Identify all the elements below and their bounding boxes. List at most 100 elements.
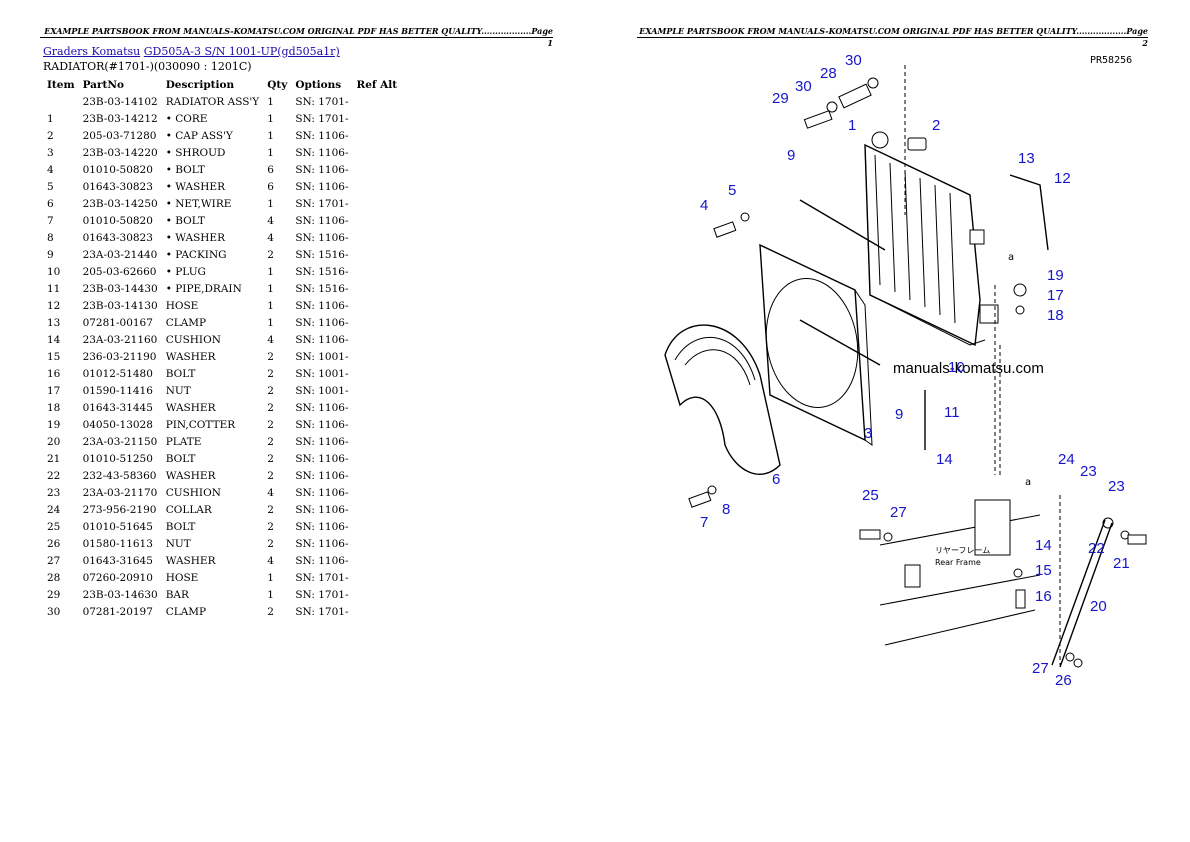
breadcrumb-link-model[interactable]: GD505A-3 S/N 1001-UP(gd505a1r) xyxy=(143,45,340,58)
cell-qty: 4 xyxy=(267,554,274,567)
cell-options: SN: 1106- xyxy=(295,486,349,499)
callout-numbers: 30 28 30 29 1 2 9 13 12 5 4 19 17 18 10 … xyxy=(700,52,1130,689)
cell-options: SN: 1106- xyxy=(295,316,349,329)
cell-partno: 23B-03-14220 xyxy=(82,146,158,159)
cell-qty: 2 xyxy=(267,248,274,261)
cell-item: 5 xyxy=(47,180,54,193)
cell-ref-alt xyxy=(353,229,402,246)
callout: 9 xyxy=(787,147,795,164)
cell-ref-alt xyxy=(353,586,402,603)
cell-ref-alt xyxy=(353,195,402,212)
cell-description: • BOLT xyxy=(165,163,205,176)
col-header-qty: Qty xyxy=(267,78,288,91)
cell-options: SN: 1106- xyxy=(295,435,349,448)
callout: 28 xyxy=(820,65,837,82)
cell-item xyxy=(43,93,79,110)
callout: 23 xyxy=(1080,463,1097,480)
fasteners xyxy=(688,212,1147,668)
cell-ref-alt xyxy=(353,484,402,501)
cell-options: SN: 1516- xyxy=(295,265,349,278)
cell-ref-alt xyxy=(353,603,402,620)
col-header-description: Description xyxy=(165,78,235,91)
cell-item: 13 xyxy=(47,316,61,329)
frame-label-en: Rear Frame xyxy=(935,558,981,567)
cell-item: 22 xyxy=(47,469,61,482)
cell-partno: 01643-30823 xyxy=(82,180,153,193)
cell-item: 27 xyxy=(47,554,61,567)
col-header-ref-alt: Ref Alt xyxy=(356,78,398,91)
callout: 7 xyxy=(700,514,708,531)
cell-description: CUSHION xyxy=(165,333,221,346)
cell-partno: 23B-03-14102 xyxy=(82,95,158,108)
cell-description: • WASHER xyxy=(165,231,226,244)
table-header-row: Item PartNo Description Qty Options Ref … xyxy=(43,76,401,93)
frame-label-jp: リヤーフレーム xyxy=(935,546,990,555)
cell-ref-alt xyxy=(353,501,402,518)
cell-partno: 23A-03-21150 xyxy=(82,435,158,448)
cell-partno: 07260-20910 xyxy=(82,571,153,584)
cell-options: SN: 1106- xyxy=(295,231,349,244)
cell-item: 8 xyxy=(47,231,54,244)
cell-item: 7 xyxy=(47,214,54,227)
cell-options: SN: 1106- xyxy=(295,401,349,414)
cell-item: 6 xyxy=(47,197,54,210)
cell-options: SN: 1001- xyxy=(295,350,349,363)
cell-description: CLAMP xyxy=(165,605,207,618)
col-header-partno: PartNo xyxy=(82,78,124,91)
cell-qty: 2 xyxy=(267,469,274,482)
cell-description: NUT xyxy=(165,384,191,397)
cell-description: • CAP ASS'Y xyxy=(165,129,233,142)
breadcrumb-link-graders[interactable]: Graders Komatsu xyxy=(43,45,141,58)
callout: 9 xyxy=(895,406,903,423)
cell-partno: 23B-03-14430 xyxy=(82,282,158,295)
cell-qty: 2 xyxy=(267,401,274,414)
callout: 20 xyxy=(1090,598,1107,615)
cell-description: • CORE xyxy=(165,112,208,125)
cell-item: 4 xyxy=(47,163,54,176)
radiator-core xyxy=(864,131,999,347)
exploded-parts-diagram: PR58256 リヤーフレーム Re xyxy=(664,52,1147,689)
cell-qty: 2 xyxy=(267,384,274,397)
callout: 8 xyxy=(722,501,730,518)
cell-ref-alt xyxy=(353,382,402,399)
cell-partno: 01010-50820 xyxy=(82,214,153,227)
cell-options: SN: 1701- xyxy=(295,197,349,210)
cell-qty: 1 xyxy=(267,571,274,584)
cell-qty: 2 xyxy=(267,452,274,465)
callout: 19 xyxy=(1047,267,1064,284)
cell-partno: 23B-03-14630 xyxy=(82,588,158,601)
cell-ref-alt xyxy=(353,161,402,178)
callout: 24 xyxy=(1058,451,1075,468)
callout: 4 xyxy=(700,197,708,214)
cell-options: SN: 1106- xyxy=(295,503,349,516)
callout: 27 xyxy=(1032,660,1049,677)
cell-qty: 4 xyxy=(267,333,274,346)
cell-ref-alt xyxy=(353,110,402,127)
cell-qty: 2 xyxy=(267,367,274,380)
cell-item: 2 xyxy=(47,129,54,142)
callout: 25 xyxy=(862,487,879,504)
cell-options: SN: 1701- xyxy=(295,605,349,618)
radiator-shroud xyxy=(759,243,873,447)
callout: 14 xyxy=(936,451,953,468)
cell-ref-alt xyxy=(353,467,402,484)
cell-description: BOLT xyxy=(165,367,196,380)
callout: 26 xyxy=(1055,672,1072,689)
cell-description: COLLAR xyxy=(165,503,212,516)
cell-item: 25 xyxy=(47,520,61,533)
cell-qty: 2 xyxy=(267,520,274,533)
cell-description: • NET,WIRE xyxy=(165,197,232,210)
cell-options: SN: 1701- xyxy=(295,588,349,601)
cell-ref-alt xyxy=(353,416,402,433)
cell-qty: 4 xyxy=(267,231,274,244)
